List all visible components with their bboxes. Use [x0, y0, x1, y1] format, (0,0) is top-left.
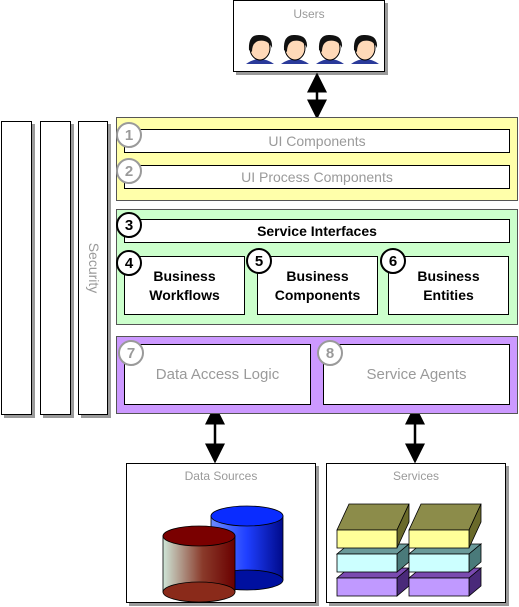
- service-agents-label: Service Agents: [366, 366, 467, 383]
- services-box: Services: [326, 463, 506, 603]
- database-icon: [162, 505, 284, 603]
- ui-components-label: UI Components: [268, 133, 366, 149]
- data-sources-box: Data Sources: [126, 463, 316, 603]
- user-icon: [281, 34, 309, 64]
- data-access-logic-number: 7: [118, 340, 144, 366]
- service-interfaces-box: Service Interfaces: [124, 219, 510, 243]
- service-interfaces-label: Service Interfaces: [257, 223, 377, 239]
- ui-process-components-box: UI Process Components: [124, 165, 510, 189]
- ui-process-components-number: 2: [116, 158, 142, 184]
- user-icon: [351, 34, 379, 64]
- ui-components-number: 1: [116, 122, 142, 148]
- security-label: Security: [86, 242, 102, 294]
- users-icons: [246, 34, 379, 64]
- database-cylinder-red: [162, 525, 236, 603]
- business-components-label: Business Components: [274, 267, 361, 303]
- security-pillar: Security: [78, 121, 108, 415]
- business-entities-number: 6: [380, 248, 406, 274]
- business-components-number: 5: [246, 248, 272, 274]
- user-icon: [316, 34, 344, 64]
- users-box: Users: [233, 0, 385, 72]
- business-workflows-box: Business Workflows: [124, 256, 245, 315]
- service-agents-number: 8: [317, 340, 343, 366]
- crosscut-pillar-1: [1, 121, 32, 415]
- ui-components-box: UI Components: [124, 129, 510, 153]
- service-block-right-top: [408, 503, 482, 549]
- business-workflows-label: Business Workflows: [149, 267, 220, 303]
- user-icon: [246, 34, 274, 64]
- data-access-logic-box: Data Access Logic: [124, 344, 311, 405]
- service-block-left-top: [336, 503, 410, 549]
- crosscut-pillar-2: [40, 121, 71, 415]
- data-access-logic-label: Data Access Logic: [155, 366, 280, 383]
- business-entities-box: Business Entities: [388, 256, 509, 315]
- service-interfaces-number: 3: [116, 212, 142, 238]
- services-stack-icon: [335, 503, 483, 597]
- data-sources-title: Data Sources: [184, 469, 258, 483]
- business-components-box: Business Components: [257, 256, 378, 315]
- business-workflows-number: 4: [116, 250, 142, 276]
- users-title: Users: [293, 7, 325, 21]
- services-title: Services: [392, 469, 439, 483]
- ui-process-components-label: UI Process Components: [241, 169, 393, 185]
- business-entities-label: Business Entities: [417, 267, 480, 303]
- service-agents-box: Service Agents: [323, 344, 510, 405]
